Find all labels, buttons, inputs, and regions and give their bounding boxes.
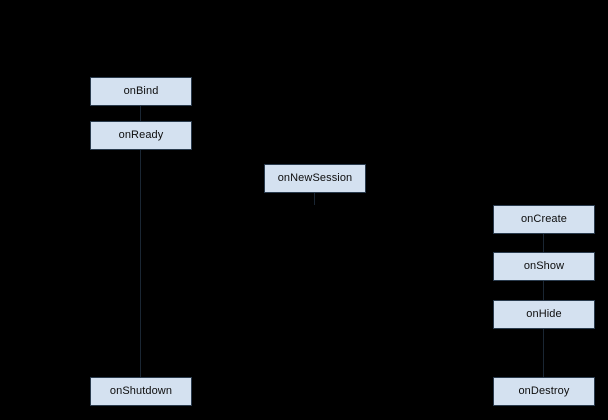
- node-on-show[interactable]: onShow: [493, 252, 595, 281]
- node-label-on-bind: onBind: [123, 85, 159, 97]
- node-on-hide[interactable]: onHide: [493, 300, 595, 329]
- node-label-on-show: onShow: [523, 260, 565, 272]
- node-label-on-shutdown: onShutdown: [109, 385, 173, 397]
- node-on-create[interactable]: onCreate: [493, 205, 595, 234]
- node-on-shutdown[interactable]: onShutdown: [90, 377, 192, 406]
- node-label-on-new-session: onNewSession: [277, 172, 353, 184]
- node-label-on-ready: onReady: [118, 129, 164, 141]
- node-on-bind[interactable]: onBind: [90, 77, 192, 106]
- connector-show-to-hide: [543, 281, 544, 300]
- node-label-on-create: onCreate: [520, 213, 568, 225]
- connector-ready-to-shutdown: [140, 150, 141, 377]
- connector-new-session-stub: [314, 193, 315, 205]
- node-on-destroy[interactable]: onDestroy: [493, 377, 595, 406]
- connector-bind-to-ready: [140, 106, 141, 121]
- node-on-ready[interactable]: onReady: [90, 121, 192, 150]
- node-on-new-session[interactable]: onNewSession: [264, 164, 366, 193]
- node-label-on-hide: onHide: [526, 308, 562, 320]
- connector-create-to-show: [543, 234, 544, 252]
- connector-hide-to-destroy: [543, 329, 544, 377]
- node-label-on-destroy: onDestroy: [518, 385, 570, 397]
